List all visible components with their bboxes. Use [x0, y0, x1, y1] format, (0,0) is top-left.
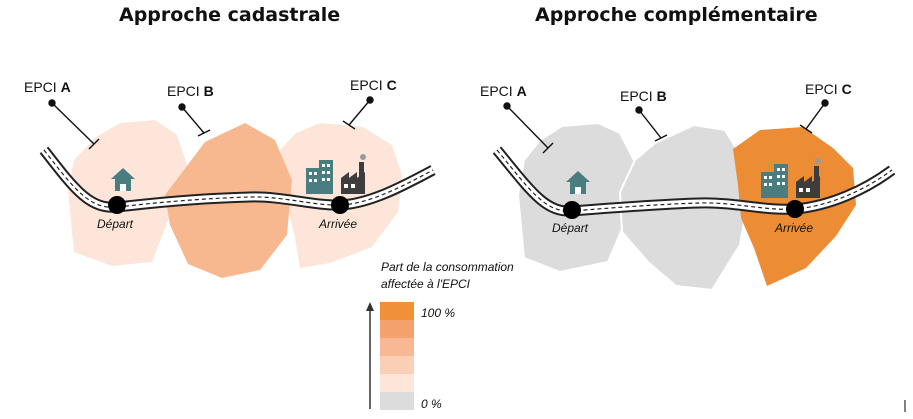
legend: 100 % 0 %	[366, 302, 455, 411]
epci-b-label-right: EPCI B	[620, 88, 667, 104]
departure-point	[108, 196, 126, 214]
epci-a-label-right: EPCI A	[480, 83, 527, 99]
region-epci-a-right	[516, 121, 640, 274]
factory-icon-right	[796, 158, 821, 198]
legend-arrow-head	[366, 302, 374, 311]
epci-b-label-left: EPCI B	[167, 83, 214, 99]
epci-c-label-left: EPCI C	[350, 77, 397, 93]
city-buildings-icon	[306, 160, 333, 194]
arrival-label: Arrivée	[318, 217, 357, 231]
departure-label-right: Départ	[552, 221, 589, 235]
legend-swatch-1	[380, 320, 414, 338]
epci-pointers-left	[48, 96, 374, 150]
region-epci-a-left	[68, 120, 188, 266]
legend-title: Part de la consommation affectée à l'EPC…	[381, 259, 551, 293]
legend-swatch-3	[380, 356, 414, 374]
factory-icon	[341, 154, 366, 194]
road-left	[39, 146, 436, 213]
legend-bottom-label: 0 %	[421, 397, 442, 411]
epci-c-label-right: EPCI C	[805, 81, 852, 97]
title-cadastral: Approche cadastrale	[119, 4, 341, 26]
legend-top-label: 100 %	[421, 306, 455, 320]
right-panel: Départ Arrivée EPCI A EPCI B EPCI C	[480, 81, 896, 292]
arrival-point-right	[786, 200, 804, 218]
arrival-label-right: Arrivée	[774, 221, 813, 235]
epci-pointers-right	[503, 99, 829, 154]
epci-a-label-left: EPCI A	[24, 79, 71, 95]
arrival-point	[331, 196, 349, 214]
legend-title-line2: affectée à l'EPCI	[381, 277, 471, 291]
legend-swatch-2	[380, 338, 414, 356]
title-complementary: Approche complémentaire	[535, 4, 818, 26]
region-epci-c-left	[280, 123, 402, 268]
legend-swatch-4	[380, 374, 414, 392]
city-buildings-icon-right	[761, 164, 788, 198]
legend-swatch-5	[380, 392, 414, 410]
legend-scale	[380, 302, 414, 410]
left-panel: Départ Arrivée EPCI A EPCI B EPCI C	[24, 77, 436, 278]
road-right	[492, 146, 896, 217]
legend-title-line1: Part de la consommation	[381, 260, 514, 274]
departure-point-right	[563, 201, 581, 219]
departure-label: Départ	[97, 217, 134, 231]
legend-swatch-0	[380, 302, 414, 320]
